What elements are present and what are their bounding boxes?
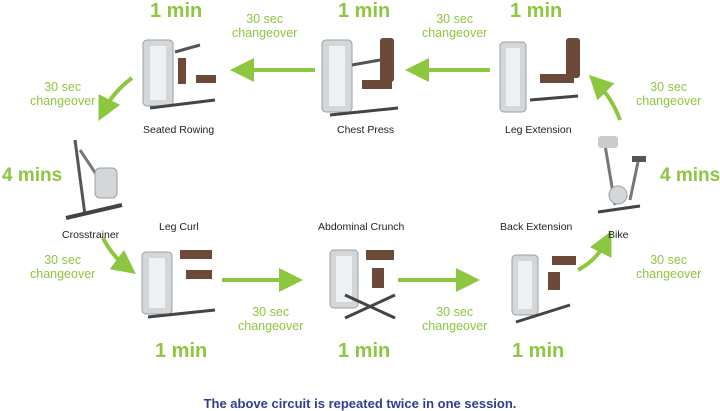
label-leg-extension: Leg Extension — [505, 124, 572, 136]
changeover-top-left: 30 sec changeover — [232, 12, 298, 40]
duration-bottom-left: 1 min — [155, 340, 208, 362]
arrow-backext-to-bike — [577, 231, 612, 272]
bike-machine-icon — [597, 136, 646, 214]
changeover-top-right: 30 sec changeover — [422, 12, 488, 40]
leg-curl-machine-icon — [141, 250, 216, 319]
duration-top-right: 1 min — [510, 0, 563, 22]
duration-left: 4 mins — [2, 165, 63, 186]
crosstrainer-machine-icon — [65, 139, 123, 220]
label-back-extension: Back Extension — [500, 221, 573, 233]
duration-bottom-right: 1 min — [512, 340, 565, 362]
duration-right: 4 mins — [660, 165, 720, 186]
changeover-left-upper: 30 sec changeover — [30, 80, 96, 108]
leg-extension-machine-icon — [499, 38, 580, 113]
duration-top-left: 1 min — [150, 0, 203, 22]
label-bike: Bike — [608, 229, 629, 241]
abdominal-crunch-machine-icon — [329, 249, 396, 320]
duration-top-center: 1 min — [338, 0, 391, 22]
label-seated-rowing: Seated Rowing — [143, 124, 215, 136]
chest-press-machine-icon — [321, 38, 399, 117]
changeover-bottom-left: 30 sec changeover — [238, 305, 304, 333]
label-leg-curl: Leg Curl — [159, 221, 199, 233]
label-abdominal-crunch: Abdominal Crunch — [318, 221, 405, 233]
back-extension-machine-icon — [511, 254, 576, 324]
arrow-crosstrainer-to-legcurl — [101, 237, 136, 275]
footer-note: The above circuit is repeated twice in o… — [203, 396, 517, 411]
changeover-right-lower: 30 sec changeover — [636, 253, 702, 281]
arrow-rowing-to-crosstrainer — [98, 76, 134, 121]
seated-rowing-machine-icon — [142, 39, 216, 110]
changeover-left-lower: 30 sec changeover — [30, 253, 96, 281]
label-chest-press: Chest Press — [337, 124, 395, 136]
label-crosstrainer: Crosstrainer — [62, 229, 120, 241]
arrow-bike-to-legext — [588, 74, 622, 121]
duration-bottom-center: 1 min — [338, 340, 391, 362]
changeover-bottom-right: 30 sec changeover — [422, 305, 488, 333]
changeover-right-upper: 30 sec changeover — [636, 80, 702, 108]
